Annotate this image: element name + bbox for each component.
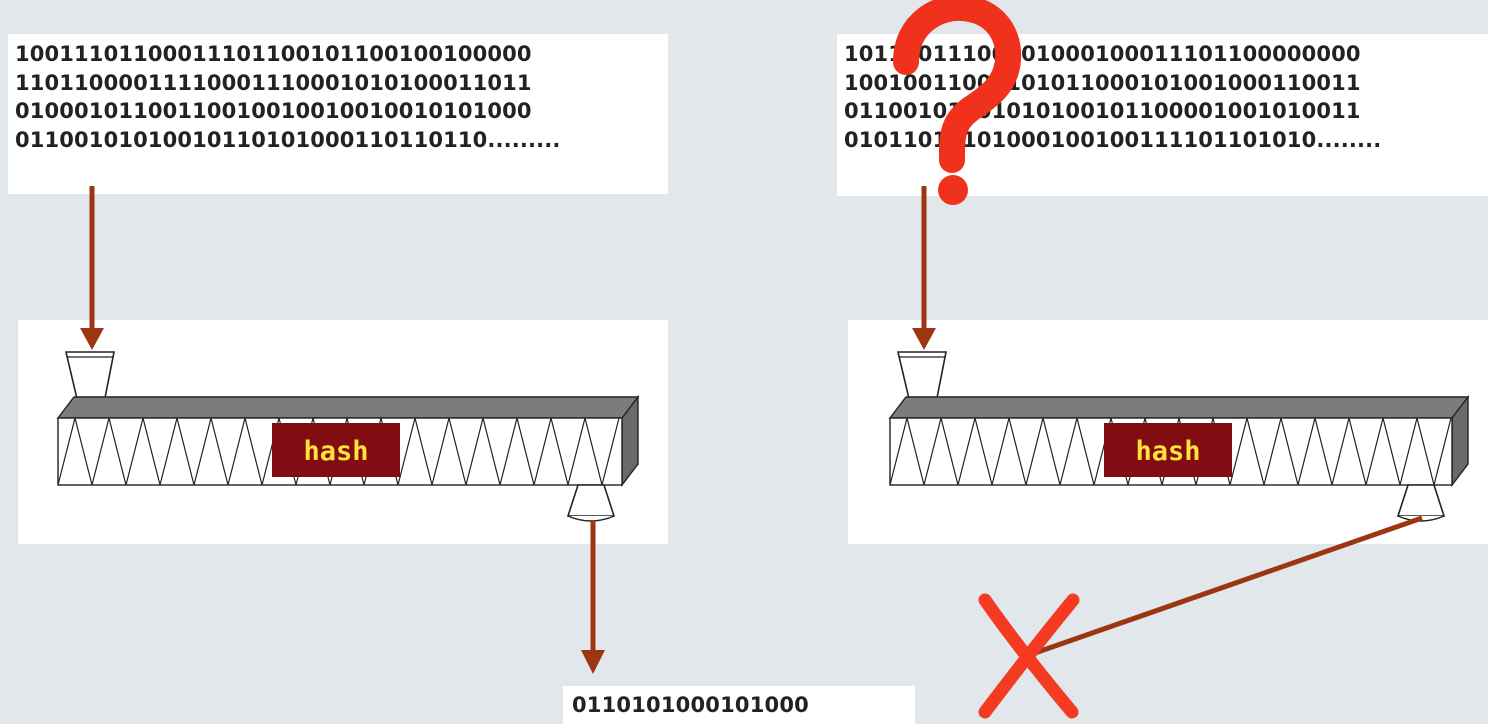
arrowhead-icon <box>80 328 104 350</box>
bit-line-2: 11011000011110001110001010100011011 <box>15 70 532 95</box>
bit-line-4: 01100101010010110101000110110110........… <box>15 127 561 152</box>
hash-machine-left: hash <box>56 351 640 522</box>
input-funnel-icon <box>64 351 115 404</box>
output-digest: 0110101000101000 <box>563 686 915 724</box>
hash-machine-right: hash <box>888 351 1470 522</box>
bit-line-1: 10110011100101000100011101100000000 <box>844 42 1361 66</box>
hash-label: hash <box>1135 436 1200 467</box>
bit-line-2: 10010011001101011000101001000110011 <box>844 70 1361 95</box>
question-mark-label: ? <box>0 0 1 1</box>
hash-label: hash <box>303 436 368 467</box>
output-funnel-icon <box>1396 484 1446 517</box>
hash-label-box <box>272 423 400 477</box>
arrowhead-icon <box>912 328 936 350</box>
input-bitstring-known: 10011101100011101100101100100100000 1101… <box>8 34 668 194</box>
bit-line-1: 10011101100011101100101100100100000 <box>15 42 532 66</box>
cross-mark-icon <box>978 593 1080 719</box>
bit-line-3: 01100101001010100101100001001010011 <box>844 99 1361 123</box>
question-mark-icon <box>893 0 1022 205</box>
conveyor-screw-icon <box>888 394 1470 488</box>
bit-line-3: 01000101100110010010010010010101000 <box>15 99 532 123</box>
hash-label-box <box>1104 423 1232 477</box>
input-funnel-icon <box>896 351 947 404</box>
line-machine-right-to-cross <box>1031 515 1423 657</box>
cross-mark-label: X <box>0 0 1 1</box>
bit-line-4: 01011010101000100100111101101010........ <box>844 127 1382 152</box>
output-funnel-icon <box>566 484 616 517</box>
arrowhead-icon <box>581 650 605 674</box>
input-bitstring-unknown: 10110011100101000100011101100000000 1001… <box>837 34 1488 196</box>
